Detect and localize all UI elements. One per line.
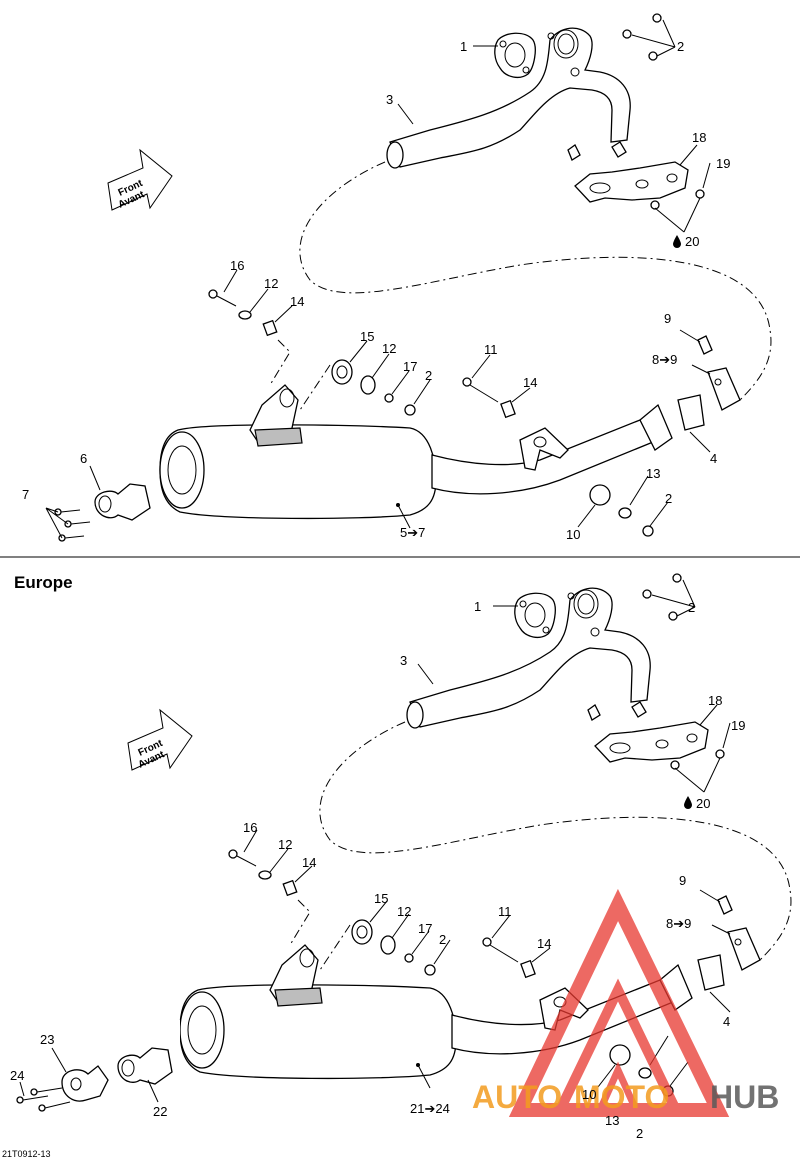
top-exhaust-assembly [45, 13, 772, 542]
callout: 14 [523, 375, 537, 390]
callout: 5➔7 [400, 525, 425, 540]
callout: 19 [716, 156, 730, 171]
oil-drop-icon [684, 796, 692, 809]
callout: 16 [243, 820, 257, 835]
callout: 9 [664, 311, 671, 326]
callout: 9 [679, 873, 686, 888]
watermark-hub: HUB [710, 1079, 779, 1115]
callout: 7 [22, 487, 29, 502]
section-label: Europe [14, 573, 73, 592]
figure-code: 21T0912-13 [2, 1149, 51, 1159]
callout: 19 [731, 718, 745, 733]
callout: 2 [677, 39, 684, 54]
callout: 12 [382, 341, 396, 356]
europe-end-cap [16, 1047, 173, 1112]
callout: 4 [723, 1014, 730, 1029]
callout: 12 [264, 276, 278, 291]
bottom-callouts: 1 2 3 18 19 20 16 12 14 15 12 17 2 11 14… [10, 599, 745, 1141]
callout: 13 [646, 466, 660, 481]
watermark-logo [508, 888, 730, 1117]
callout: 10 [566, 527, 580, 542]
callout: 2 [636, 1126, 643, 1141]
watermark-auto: AUTO [472, 1079, 562, 1115]
callout: 12 [278, 837, 292, 852]
callout: 1 [474, 599, 481, 614]
callout: 2 [425, 368, 432, 383]
watermark-moto: MOTO [574, 1079, 669, 1115]
callout: 11 [498, 904, 512, 919]
callout: 16 [230, 258, 244, 273]
callout: 15 [360, 329, 374, 344]
callout: 12 [397, 904, 411, 919]
callout: 13 [605, 1113, 619, 1128]
callout: 14 [290, 294, 304, 309]
callout: 17 [418, 921, 432, 936]
oil-drop-icon [673, 235, 681, 248]
callout: 20 [685, 234, 699, 249]
callout: 22 [153, 1104, 167, 1119]
callout: 18 [692, 130, 706, 145]
callout: 18 [708, 693, 722, 708]
callout: 2 [688, 600, 695, 615]
callout: 6 [80, 451, 87, 466]
callout: 21➔24 [410, 1101, 450, 1116]
callout: 14 [302, 855, 316, 870]
callout: 1 [460, 39, 467, 54]
callout: 20 [696, 796, 710, 811]
callout: 3 [386, 92, 393, 107]
top-callouts: 1 2 3 18 19 20 16 12 14 15 12 17 2 11 14… [22, 39, 730, 542]
callout: 10 [582, 1087, 596, 1102]
watermark-text: AUTO MOTO HUB [472, 1079, 779, 1115]
callout: 3 [400, 653, 407, 668]
callout: 8➔9 [652, 352, 677, 367]
callout: 14 [537, 936, 551, 951]
callout: 8➔9 [666, 916, 691, 931]
callout: 24 [10, 1068, 24, 1083]
callout: 11 [484, 342, 498, 357]
callout: 17 [403, 359, 417, 374]
callout: 23 [40, 1032, 54, 1047]
callout: 15 [374, 891, 388, 906]
callout: 2 [439, 932, 446, 947]
callout: 4 [710, 451, 717, 466]
callout: 2 [665, 491, 672, 506]
